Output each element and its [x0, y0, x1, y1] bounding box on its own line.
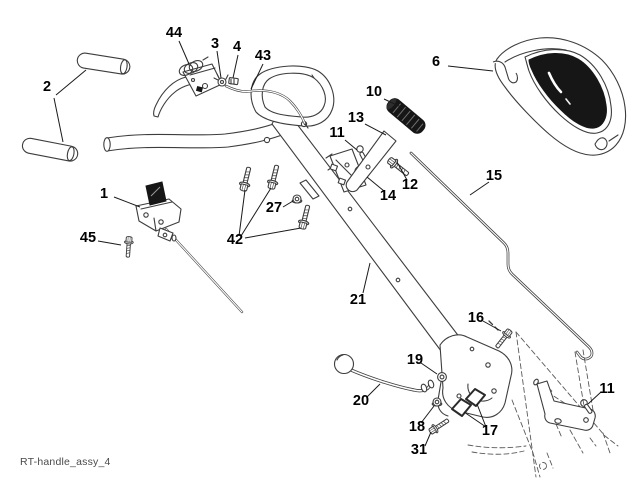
callout-part-14: 14: [379, 188, 397, 204]
bolt-45: [122, 235, 135, 258]
grip-upper: [76, 52, 131, 75]
chassis-hidden-lines: [467, 331, 619, 478]
callout-part-31: 31: [410, 442, 428, 458]
grip-lower: [21, 137, 79, 162]
callout-part-45: 45: [79, 230, 97, 246]
flange-nut-18: [431, 397, 443, 407]
wedge-blocks: [451, 388, 486, 417]
cable-adjuster: [228, 77, 239, 86]
bolt-16: [488, 320, 515, 351]
handlebar-tube: [103, 119, 291, 152]
washer-19: [437, 372, 447, 382]
callout-part-2: 2: [42, 79, 52, 95]
pivot-bracket: [536, 380, 596, 431]
callout-part-11-bottom: 11: [599, 381, 615, 397]
callout-part-4: 4: [232, 39, 242, 55]
belt-cover: [492, 37, 627, 156]
figure-id-label: RT-handle_assy_4: [20, 456, 111, 468]
callout-part-20: 20: [352, 393, 370, 409]
control-rod: [409, 151, 594, 361]
callout-part-42: 42: [226, 232, 244, 248]
callout-part-3: 3: [210, 36, 220, 52]
callout-part-11-top: 11: [329, 125, 345, 141]
callout-part-17: 17: [481, 423, 499, 439]
callout-part-12: 12: [401, 177, 419, 193]
shift-lever: [345, 130, 397, 193]
lever-bolt: [385, 154, 412, 180]
flange-nut-27: [291, 194, 303, 204]
brake-cable: [224, 84, 309, 129]
leader-lines: [53, 40, 602, 447]
carriage-bolts: [237, 163, 314, 231]
callout-part-19: 19: [406, 352, 424, 368]
callout-part-16: 16: [467, 310, 485, 326]
callout-part-15: 15: [485, 168, 503, 184]
callout-part-6: 6: [431, 54, 441, 70]
callout-part-21: 21: [349, 292, 367, 308]
callout-part-43: 43: [254, 48, 272, 64]
callout-part-1: 1: [99, 186, 109, 202]
depth-lever: [333, 353, 435, 393]
callout-part-27: 27: [265, 200, 283, 216]
brake-lever-assembly: [153, 56, 223, 118]
callout-part-44: 44: [165, 25, 183, 41]
idle-control-bracket: [135, 181, 244, 314]
callout-part-18: 18: [408, 419, 426, 435]
callout-part-10: 10: [365, 84, 383, 100]
cable-anchor: [216, 73, 229, 87]
callout-part-13: 13: [347, 110, 365, 126]
